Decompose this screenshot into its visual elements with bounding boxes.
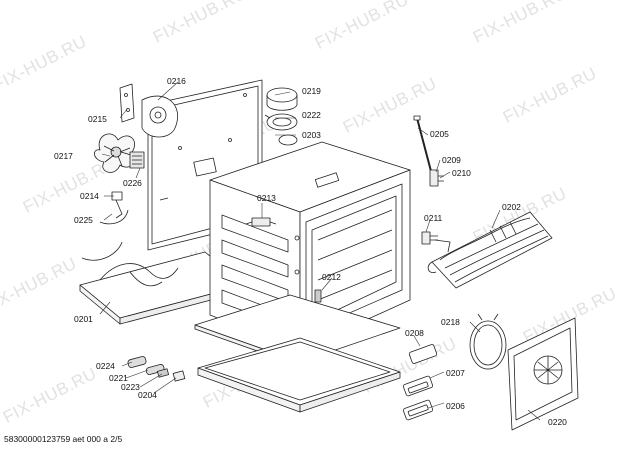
bottom-tray-part (194, 294, 401, 413)
part-label: 0203 (302, 130, 321, 140)
fan-wheel-part (94, 133, 142, 173)
temperature-sensor-part (413, 115, 444, 187)
part-label: 0215 (88, 114, 107, 124)
part-label: 0202 (502, 202, 521, 212)
part-label: 0214 (80, 191, 99, 201)
part-label: 0212 (322, 272, 341, 282)
part-label: 0211 (424, 213, 443, 223)
part-label: 0204 (138, 390, 157, 400)
bracket-part (119, 83, 135, 123)
part-label: 0213 (257, 193, 276, 203)
part-label: 0220 (548, 417, 567, 427)
seal-part (264, 113, 298, 131)
grill-heater-part (427, 211, 553, 289)
wire-part (99, 209, 129, 225)
part-label: 0216 (167, 76, 186, 86)
part-label: 0223 (121, 382, 140, 392)
connector-part (245, 217, 277, 227)
handle-part (402, 344, 438, 421)
part-label: 0201 (74, 314, 93, 324)
ring-heater-part (266, 87, 298, 111)
part-label: 0221 (109, 373, 128, 383)
part-label: 0222 (302, 110, 321, 120)
part-label: 0219 (302, 86, 321, 96)
part-label: 0224 (96, 361, 115, 371)
part-label: 0225 (74, 215, 93, 225)
part-label: 0209 (442, 155, 461, 165)
fan-cover-part (141, 95, 178, 138)
part-label: 0217 (54, 151, 73, 161)
fan-motor-part (129, 151, 145, 169)
part-label: 0207 (446, 368, 465, 378)
part-label: 0210 (452, 168, 471, 178)
part-label: 0208 (405, 328, 424, 338)
circular-heater-part (469, 313, 507, 370)
part-label: 0226 (123, 178, 142, 188)
part-label: 0205 (430, 129, 449, 139)
plug-part (421, 231, 438, 245)
oven-cavity-part (209, 141, 411, 351)
wire-part (81, 241, 123, 261)
rear-fan-cover-part (507, 317, 579, 431)
part-label: 0218 (441, 317, 460, 327)
part-label: 0206 (446, 401, 465, 411)
document-footer: 58300000123759 aet 000 a 2/5 (4, 434, 123, 444)
